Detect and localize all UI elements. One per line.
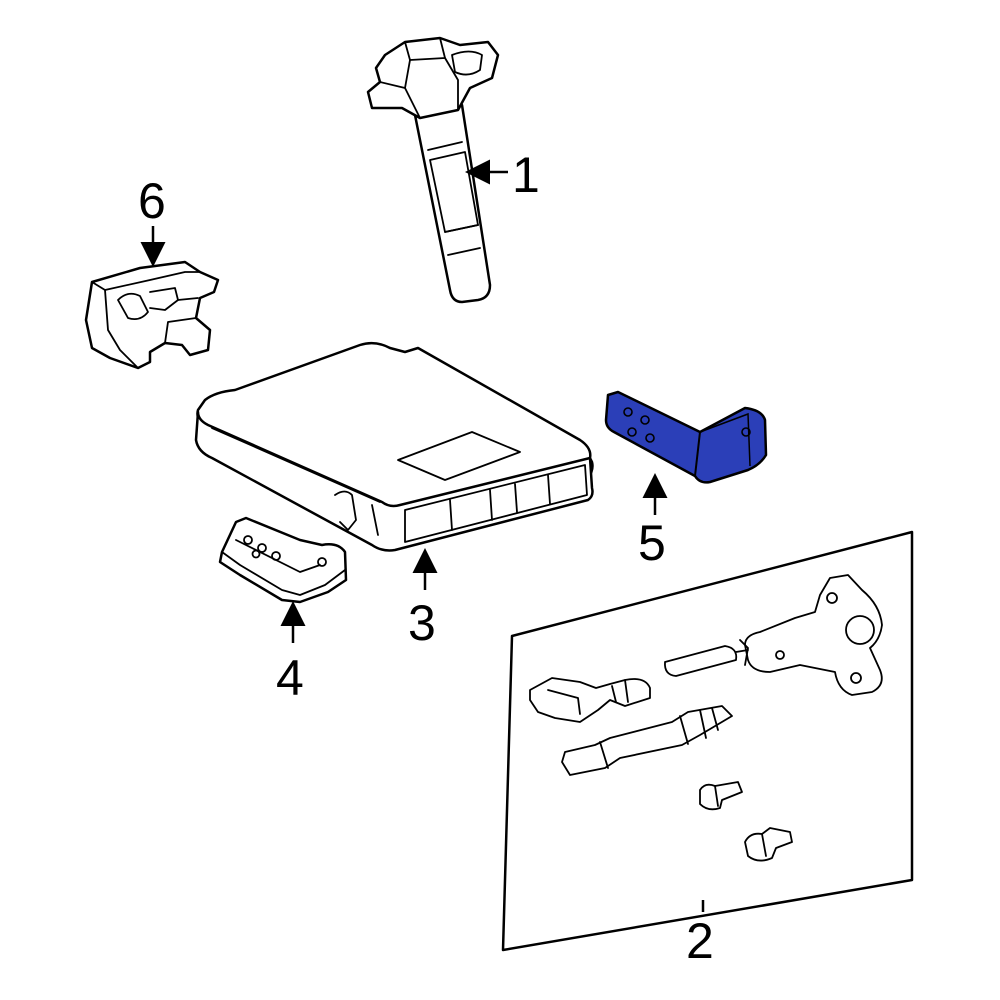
- mounting-bracket-highlighted[interactable]: [604, 390, 768, 484]
- callout-2: 2: [686, 913, 714, 969]
- sensor-kit-panel[interactable]: [501, 530, 914, 952]
- engine-control-module[interactable]: [194, 341, 594, 552]
- callout-5: 5: [638, 515, 666, 571]
- ignition-coil[interactable]: [366, 36, 500, 304]
- leader-lines: [140, 159, 705, 912]
- bracket-cover[interactable]: [84, 260, 220, 370]
- callout-3: 3: [408, 595, 436, 651]
- callout-4: 4: [276, 650, 304, 706]
- callout-1: 1: [512, 147, 540, 203]
- module-bracket[interactable]: [218, 516, 348, 604]
- callout-6: 6: [138, 173, 166, 229]
